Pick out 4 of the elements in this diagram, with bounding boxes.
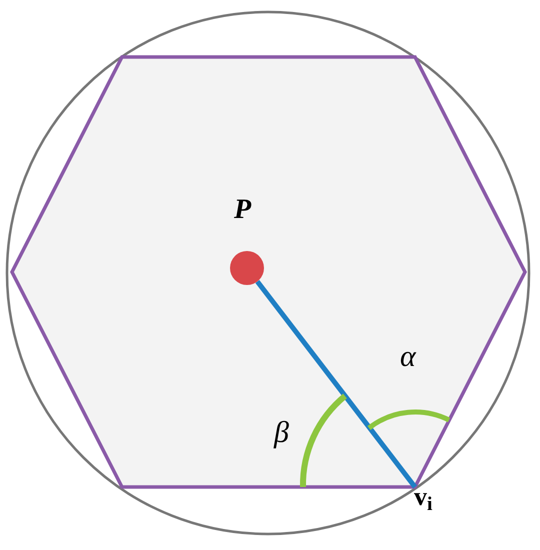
angle-label: α <box>400 342 416 372</box>
vertex-label: v$_{i}$ <box>414 484 432 510</box>
point-label: P <box>234 196 252 224</box>
angle-label: β <box>274 418 289 448</box>
